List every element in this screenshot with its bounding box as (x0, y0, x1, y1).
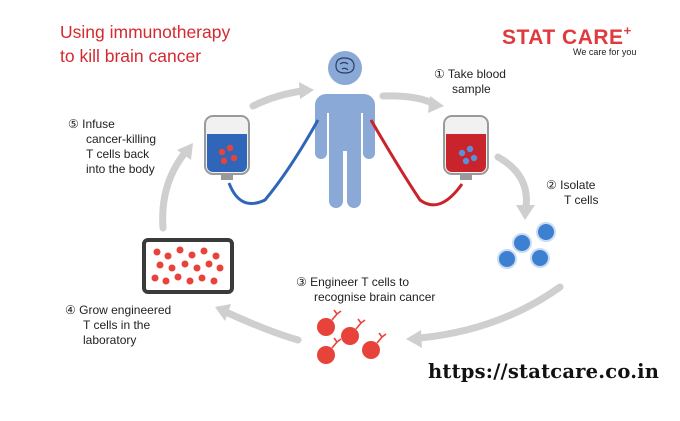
step-number: ⑤ (68, 117, 79, 131)
website-url: https://statcare.co.in (428, 360, 660, 383)
t-cells-icon (497, 222, 556, 269)
infusion-tube (227, 119, 320, 205)
lab-culture-tray-icon (142, 238, 234, 294)
logo-wordmark: STAT CARE+ (502, 23, 632, 49)
arrow-step4-to-step5 (159, 150, 188, 232)
stat-care-logo: STAT CARE+ We care for you (502, 23, 662, 57)
title-line-2: to kill brain cancer (60, 46, 202, 66)
arrow-step3-to-step4 (224, 309, 302, 344)
arrow-body-to-step1 (379, 92, 436, 107)
step-3-label: ③ Engineer T cells to recognise brain ca… (296, 275, 436, 304)
blood-tube (369, 119, 464, 207)
step-number: ② (546, 178, 557, 192)
arrow-heads (177, 82, 535, 348)
arrow-step2-to-step3 (416, 283, 564, 342)
person-figure (315, 51, 375, 208)
step-1-label: ① Take blood sample (434, 67, 506, 96)
diagram-title: Using immunotherapy to kill brain cancer (60, 20, 320, 68)
title-line-1: Using immunotherapy (60, 22, 231, 42)
blood-bag-icon (443, 115, 489, 180)
engineered-t-cells-icon (317, 309, 387, 364)
arrow-step1-to-step2 (494, 153, 530, 211)
arrow-step5-to-body (249, 87, 306, 110)
logo-tagline: We care for you (573, 47, 637, 57)
step-2-label: ② Isolate T cells (546, 178, 599, 207)
cycle-arrows (159, 87, 564, 344)
step-number: ③ (296, 275, 307, 289)
step-number: ④ (65, 303, 76, 317)
step-4-label: ④ Grow engineered T cells in the laborat… (65, 303, 172, 347)
infusion-bag-icon (204, 115, 250, 180)
step-number: ① (434, 67, 445, 81)
brain-icon (335, 57, 355, 74)
step-5-label: ⑤ Infuse cancer-killing T cells back int… (68, 117, 157, 176)
